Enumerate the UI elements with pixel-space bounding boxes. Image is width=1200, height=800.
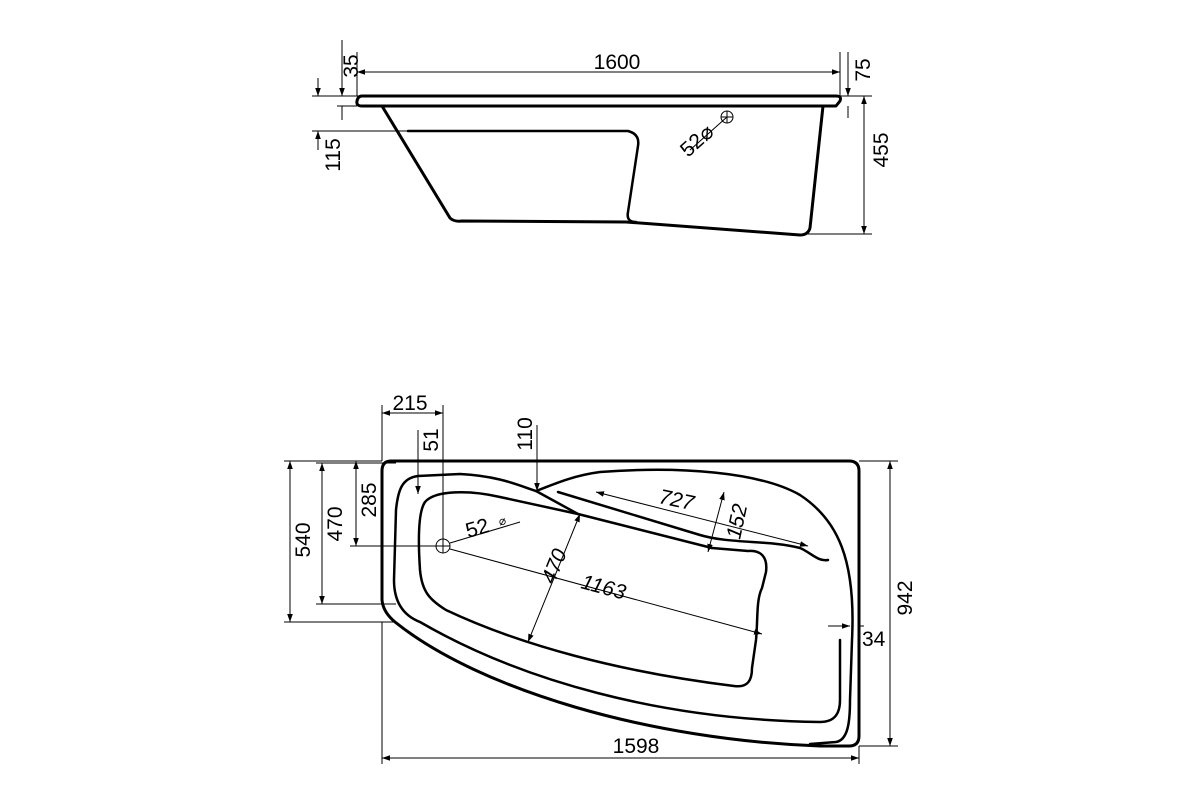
dim-34: 34 (828, 623, 886, 651)
dim-727-label: 727 (657, 485, 697, 515)
dim-942: 942 (859, 460, 917, 747)
dim-455: 455 (806, 96, 893, 235)
dim-540: 540 (284, 460, 395, 623)
dim-75: 75 (840, 52, 875, 118)
dim-1598: 1598 (381, 622, 860, 764)
side-dim-52: 52 ⌀ (676, 120, 719, 162)
dim-35: 35 (337, 40, 363, 120)
dim-470-left-label: 470 (324, 506, 347, 541)
dim-285: 285 (350, 461, 436, 547)
dim-727: 727 (595, 485, 809, 547)
side-rim (355, 94, 842, 108)
dim-1600-label: 1600 (594, 51, 641, 74)
dim-115: 115 (312, 78, 410, 172)
dim-540-label: 540 (292, 522, 315, 557)
dim-51-label: 51 (420, 428, 443, 451)
side-seat-step (406, 129, 640, 224)
dim-470-diagonal: 470 (527, 513, 581, 643)
dim-75-label: 75 (852, 58, 875, 81)
top-outer-outline (380, 459, 861, 748)
dim-34-label: 34 (862, 628, 886, 651)
dim-110: 110 (514, 417, 540, 491)
dim-942-label: 942 (894, 580, 917, 615)
dim-470-left: 470 (316, 462, 396, 605)
top-rim-inner (392, 468, 854, 746)
top-diameter-symbol: ⌀ (497, 513, 508, 528)
side-drain-symbol (689, 110, 734, 151)
dim-455-label: 455 (870, 132, 893, 167)
side-body (380, 104, 825, 237)
top-dim-52: 52 ⌀ (449, 513, 521, 544)
dim-215-label: 215 (392, 392, 427, 415)
dim-115-label: 115 (322, 138, 345, 171)
dim-152-label: 152 (722, 502, 752, 541)
side-view: 1600 35 115 75 455 (312, 40, 893, 237)
dim-215: 215 (381, 392, 444, 540)
dim-1163: 1163 (449, 548, 763, 635)
dim-51: 51 (415, 428, 443, 494)
top-basin (417, 491, 768, 688)
dim-1598-label: 1598 (613, 735, 660, 758)
dim-35-label: 35 (340, 54, 363, 77)
top-dim-52-label: 52 (463, 514, 492, 543)
top-view: 215 51 110 540 470 (284, 392, 917, 764)
dim-110-label: 110 (514, 417, 537, 450)
dim-285-label: 285 (358, 482, 381, 517)
top-drain-symbol (435, 538, 451, 554)
dim-1600: 1600 (356, 51, 841, 96)
dim-1163-label: 1163 (579, 571, 629, 605)
